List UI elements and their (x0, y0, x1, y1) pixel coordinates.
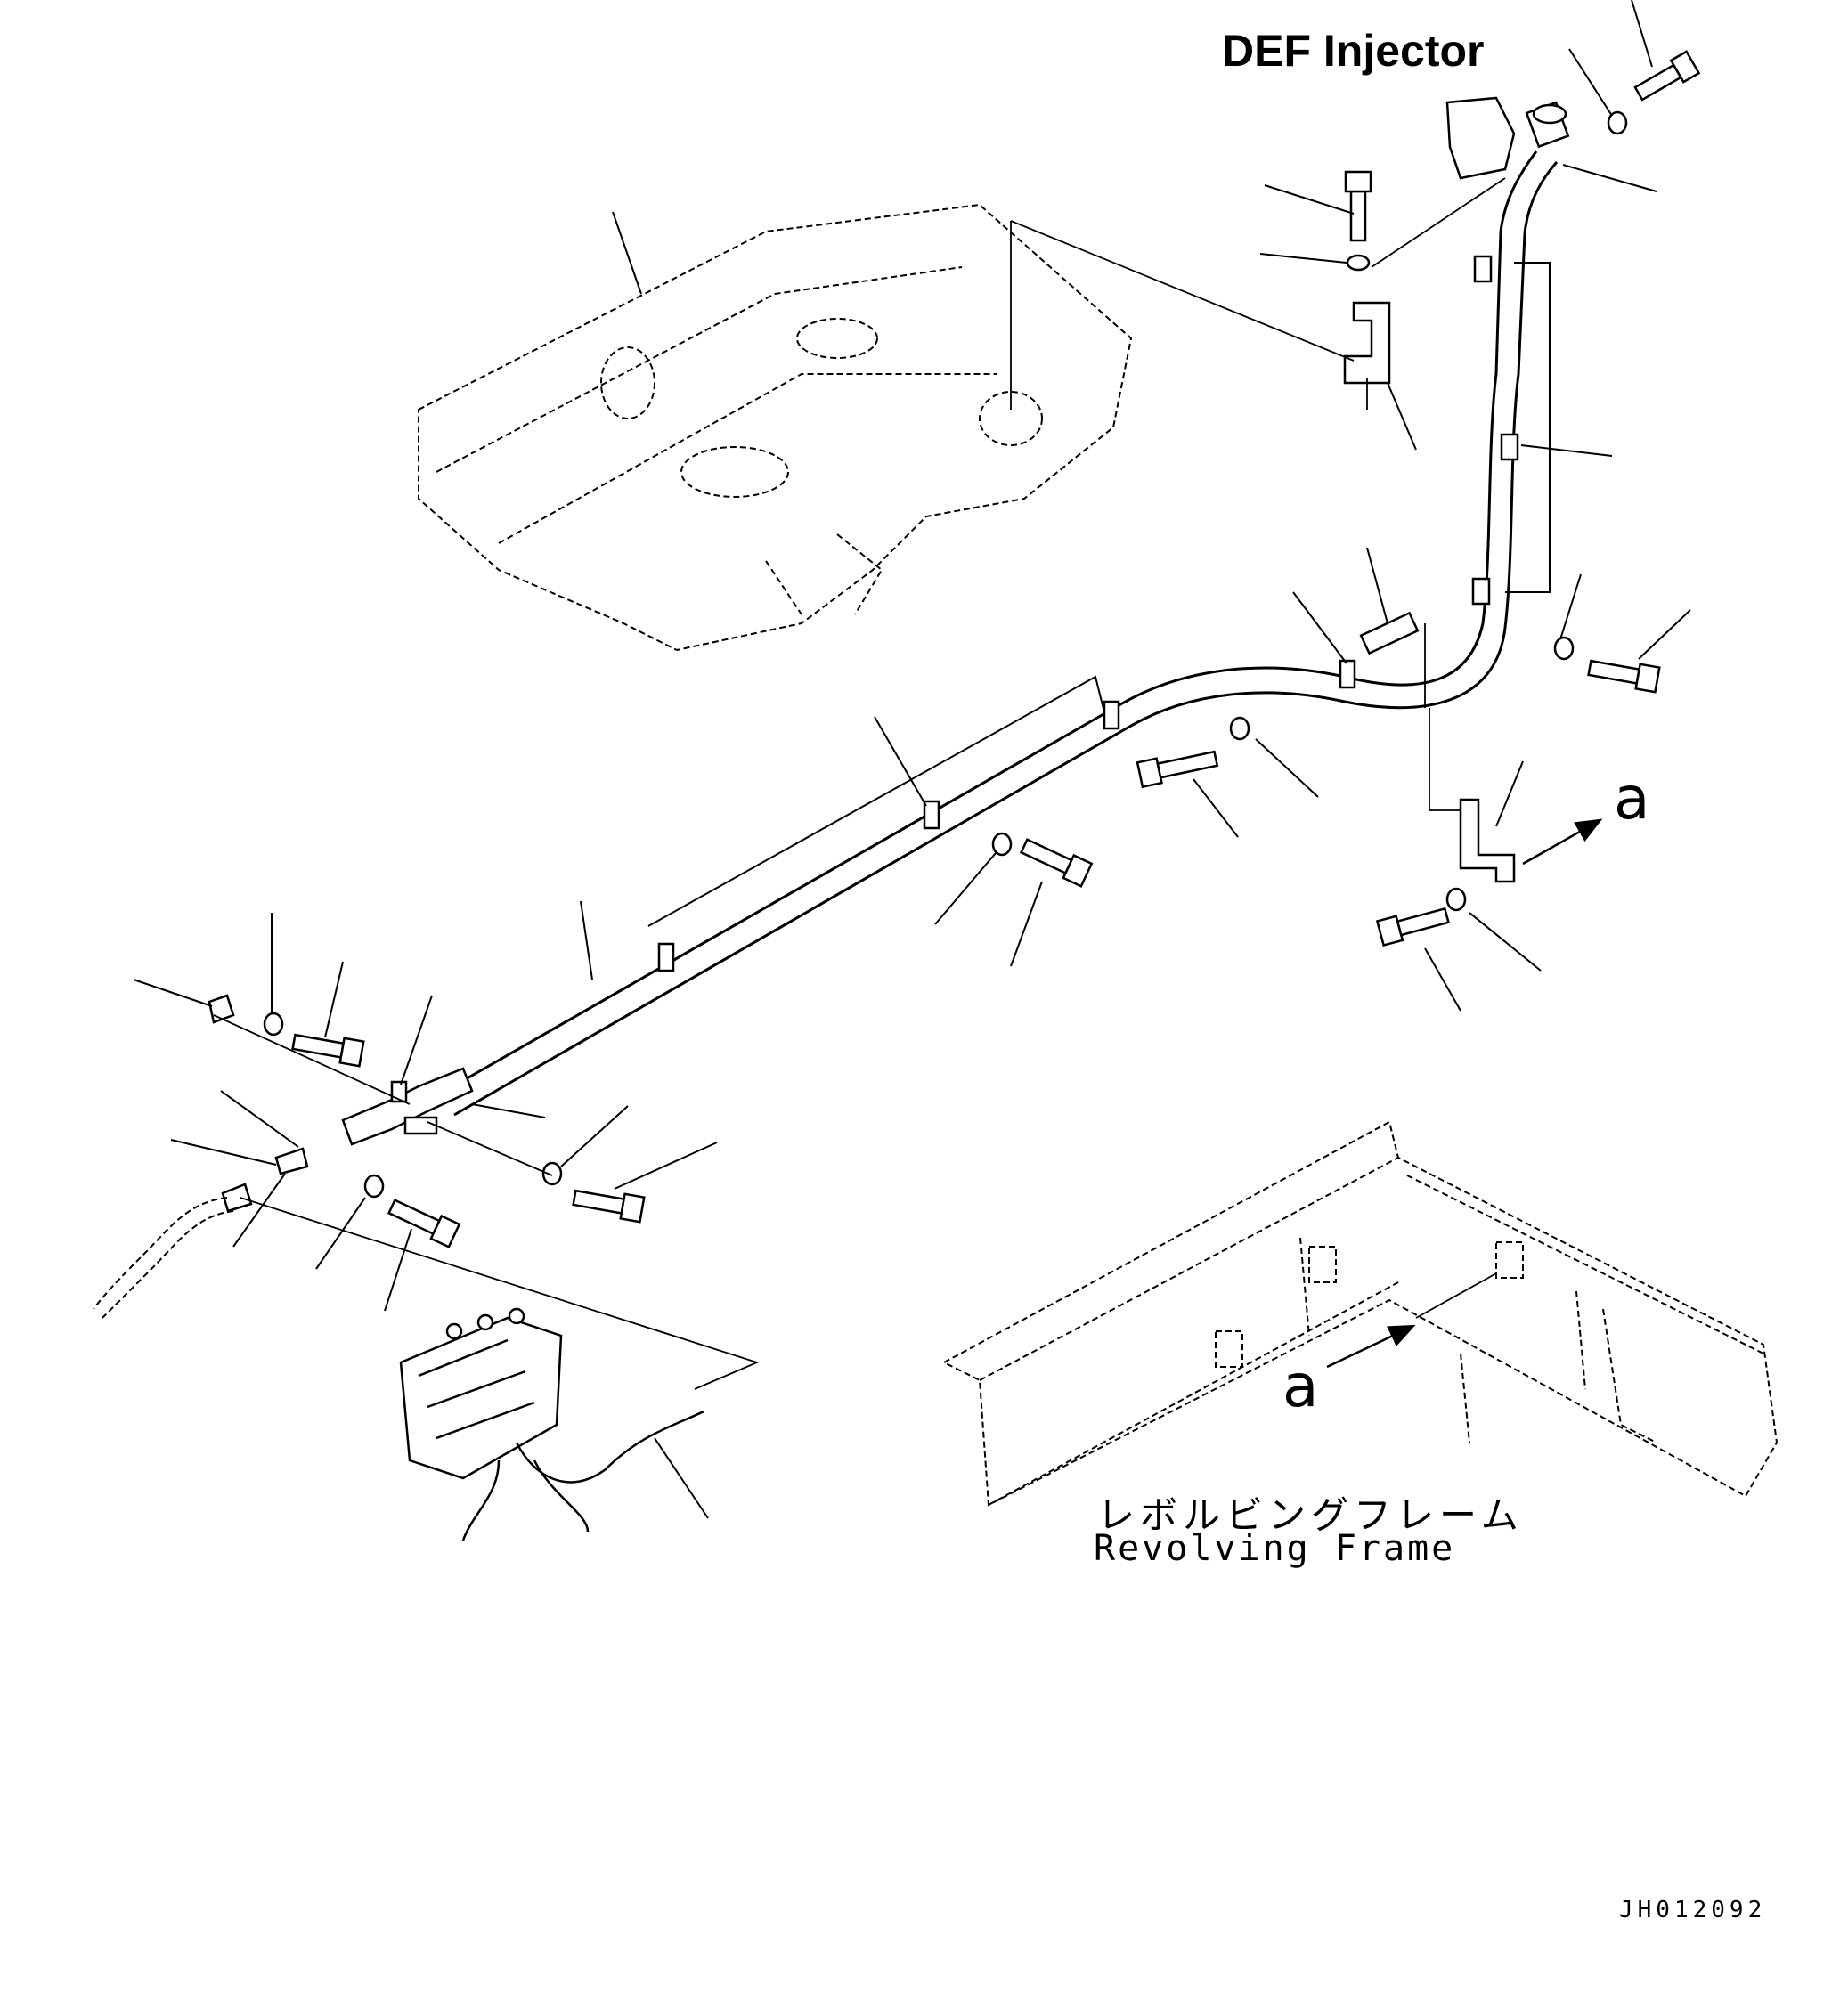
revolving-frame-label-en: Revolving Frame (1094, 1528, 1456, 1569)
view-arrows (1326, 818, 1603, 1369)
harness-clips (208, 994, 309, 1213)
reference-lines (213, 177, 1506, 1390)
hose-connector (341, 1067, 474, 1146)
washers (263, 110, 1628, 1199)
def-hose (444, 150, 1559, 1117)
upper-bracket (1343, 301, 1391, 385)
callout-leaders (133, 0, 1691, 1519)
diagram-title: DEF Injector (1222, 26, 1485, 76)
view-marker-a-lower: a (1282, 1352, 1319, 1420)
clamp-group-boxes (647, 262, 1551, 927)
left-harness (93, 1197, 234, 1319)
def-injector (1445, 96, 1570, 180)
cab-floor-frame (418, 203, 1133, 652)
drawing-number: JH012092 (1619, 1897, 1767, 1923)
view-marker-a-upper: a (1614, 764, 1650, 833)
def-pump-module (399, 1307, 563, 1480)
pump-harness (461, 1410, 704, 1541)
hose-clamps (657, 255, 1519, 972)
lower-bracket (1459, 798, 1516, 883)
leader-cab-floor (612, 211, 642, 295)
revolving-frame (941, 1120, 1779, 1507)
spacer-tube (1359, 611, 1420, 655)
revolving-frame-label-jp: レボルビングフレーム (1097, 1493, 1524, 1537)
bolts (291, 50, 1701, 1248)
